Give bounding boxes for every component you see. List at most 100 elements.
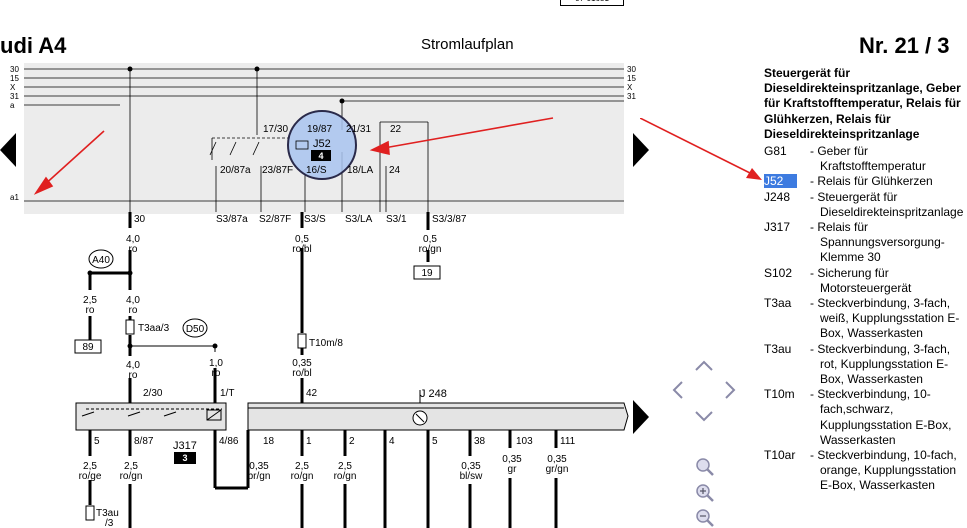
legend-item[interactable]: T3aa - Steckverbindung, 3-fach, weiß, Ku… [764,296,967,342]
legend-desc: - Relais für Glühkerzen [810,174,933,189]
wire-gauge: 2,5 [83,295,97,306]
pan-left-icon[interactable] [672,381,683,399]
rail-label-right: 30 [627,65,636,74]
ref-box-89-label: 89 [82,342,94,353]
wire-gauge: 0,35 [547,454,567,465]
legend-item[interactable]: J317 - Relais für Spannungsversorgung-Kl… [764,220,967,266]
j248-out-pin: 18 [263,436,275,447]
pan-right-icon[interactable] [725,381,736,399]
wire-color: ro/gn [419,244,442,255]
d50-marker [182,318,208,338]
legend-item[interactable]: T3au - Steckverbindung, 3-fach, rot, Kup… [764,342,967,388]
j52-pin: 16/S [306,165,327,176]
wire-gauge: 0,5 [423,234,437,245]
j248-out-pin: 1 [306,436,312,447]
legend-item[interactable]: T10ar - Steckverbindung, 10-fach, orange… [764,448,967,494]
j52-pin: 23/87F [262,165,293,176]
j317-relay-box [75,402,227,431]
rail-label-a1: a1 [10,193,19,202]
wire-gauge: 4,0 [126,360,140,371]
rail-label-right: 15 [627,74,636,83]
legend-desc: - Geber für Kraftstofftemperatur [810,144,926,174]
legend-code: T3aa [764,296,792,311]
rail-label-left: 15 [10,74,19,83]
legend-pointer-arrow [640,118,762,180]
wire-color: ro [129,244,138,255]
previous-page-arrow[interactable] [0,133,16,167]
t3au-connector-label: T3au [96,508,119,519]
j317-pin: 2/30 [143,388,163,399]
document-ref-box: 07-01651 [560,0,624,6]
wire-color: br/gn [248,471,271,482]
rail-label-right: 31 [627,92,636,101]
zoom-out-icon[interactable] [696,509,714,527]
wiring-diagram: 30 15 X 31 a a1 30 15 X 31 4 J52 [10,63,636,528]
j248-out-pin: 38 [474,436,486,447]
j317-pin: 1/T [220,388,234,399]
legend-item[interactable]: J248 - Steuergerät für Dieseldirekteinsp… [764,190,967,220]
legend-code: G81 [764,144,787,159]
legend-item[interactable]: G81 - Geber für Kraftstofftemperatur [764,144,967,174]
wire-color: ro [129,305,138,316]
j317-out-pin: 8/87 [134,436,154,447]
terminal-label: S3/LA [345,214,373,225]
terminal-label: S2/87F [259,214,291,225]
j52-badge-text: 4 [318,151,323,161]
legend-item-selected[interactable]: J52 - Relais für Glühkerzen [764,174,967,189]
legend-desc: - Steuergerät für Dieseldirekteinspritza… [810,189,964,219]
j248-out-pin: 4 [389,436,395,447]
legend-code: J317 [764,220,791,235]
zoom-fit-icon[interactable] [696,458,714,476]
wire-color: gr [508,464,518,475]
terminal-label: 30 [134,214,146,225]
wire-gauge: 2,5 [124,461,138,472]
legend-heading: Steuergerät für Dieseldirekteinspritzanl… [764,66,961,141]
vehicle-model-title: udi A4 [0,33,67,58]
next-page-arrow[interactable] [633,133,649,167]
j317-out-pin: 4/86 [219,436,239,447]
a40-label: A40 [92,255,110,266]
wire-gauge: 0,35 [249,461,269,472]
wire-color: ro/ge [79,471,102,482]
wire-color: ro [212,368,221,379]
next-section-arrow[interactable] [633,400,649,434]
zoom-in-icon[interactable] [696,484,714,502]
pan-control[interactable] [668,356,740,424]
ref-box-19-label: 19 [421,268,433,279]
d50-label: D50 [186,324,205,335]
legend-desc: - Steckverbindung, 10-fach,schwarz, Kupp… [810,387,952,447]
legend-item[interactable]: T10m - Steckverbindung, 10-fach,schwarz,… [764,387,967,448]
rail-label-left: X [10,83,16,92]
j248-out-pin: 111 [560,436,576,447]
legend-code: T10m [764,387,795,402]
legend-item[interactable]: S102 - Sicherung für Motorsteuergerät [764,266,967,296]
annotation-arrows [33,117,554,195]
j52-pin: 18/LA [347,165,373,176]
wire-color: ro [86,305,95,316]
j52-highlight-circle [287,110,357,180]
legend-desc: - Steckverbindung, 3-fach, weiß, Kupplun… [810,296,960,341]
j52-pin: 24 [389,165,401,176]
j317-label: J317 [173,440,197,452]
j248-out-pin: 103 [516,436,533,447]
wire-gauge: 0,35 [502,454,522,465]
rail-label-right: X [627,83,633,92]
j248-pin: 42 [306,388,318,399]
legend-desc: - Steckverbindung, 3-fach, rot, Kupplung… [810,341,951,387]
legend-desc: - Steckverbindung, 10-fach, orange, Kupp… [810,448,957,493]
j248-out-pin: 5 [432,436,438,447]
t10m-connector-label: T10m/8 [309,338,343,349]
j52-label: J52 [313,138,331,150]
legend-code: J248 [764,189,791,204]
pan-down-icon[interactable] [695,411,713,422]
wire-gauge: 2,5 [338,461,352,472]
component-legend: Steuergerät für Dieseldirekteinspritzanl… [764,66,967,528]
legend-desc: - Sicherung für Motorsteuergerät [810,265,912,295]
t3aa-connector-label: T3aa/3 [138,323,170,334]
rail-label-left: 31 [10,92,19,101]
wire-gauge: 1,0 [209,358,223,369]
j248-label: J 248 [420,388,447,400]
legend-desc: - Relais für Spannungsversorgung-Klemme … [810,220,945,265]
pan-up-icon[interactable] [695,360,713,371]
diagram-type-title: Stromlaufplan [421,36,514,53]
